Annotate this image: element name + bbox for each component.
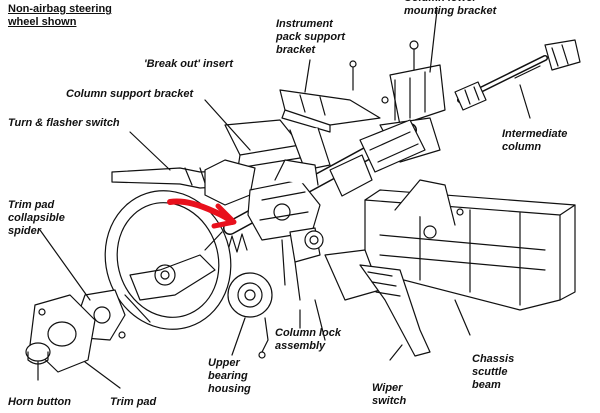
label-wiper-switch: Wiper switch bbox=[372, 382, 407, 407]
leader-chassis bbox=[454, 299, 471, 336]
label-turn-flasher-switch: Turn & flasher switch bbox=[8, 117, 120, 129]
label-column-lock-assembly: Column lock assembly bbox=[275, 327, 342, 352]
label-horn-button: Horn button bbox=[8, 396, 71, 408]
label-column-lower-mounting-bracket: Column lower mounting bracket bbox=[404, 0, 497, 17]
label-trim-pad-collapsible-spider: Trim pad collapsible spider bbox=[8, 199, 65, 237]
label-instrument-pack-support-bracket: Instrument pack support bracket bbox=[276, 18, 346, 56]
red-highlight-arrow bbox=[167, 198, 237, 229]
label-chassis-scuttle-beam: Chassis scuttle beam bbox=[472, 353, 515, 391]
switch-shroud bbox=[247, 159, 321, 241]
label-trim-pad: Trim pad bbox=[110, 396, 157, 408]
column-lock-assembly bbox=[281, 227, 324, 329]
chassis-scuttle-beam bbox=[364, 179, 576, 311]
label-column-support-bracket: Column support bracket bbox=[66, 88, 194, 100]
wiper-switch bbox=[324, 249, 431, 361]
label-intermediate-column: Intermediate column bbox=[502, 128, 568, 153]
label-upper-bearing-housing: Upper bearing housing bbox=[208, 357, 251, 395]
steering-wheel bbox=[104, 190, 232, 330]
horn-button bbox=[25, 342, 51, 381]
upper-bearing-housing bbox=[227, 272, 273, 359]
label-break-out-insert: 'Break out' insert bbox=[144, 58, 233, 70]
instrument-pack-support-bracket bbox=[279, 59, 389, 133]
column-support-bracket bbox=[204, 99, 331, 171]
non-airbag-note: Non-airbag steering wheel shown bbox=[8, 3, 112, 28]
intermediate-column bbox=[454, 39, 581, 119]
leader-column-lock bbox=[314, 299, 326, 341]
